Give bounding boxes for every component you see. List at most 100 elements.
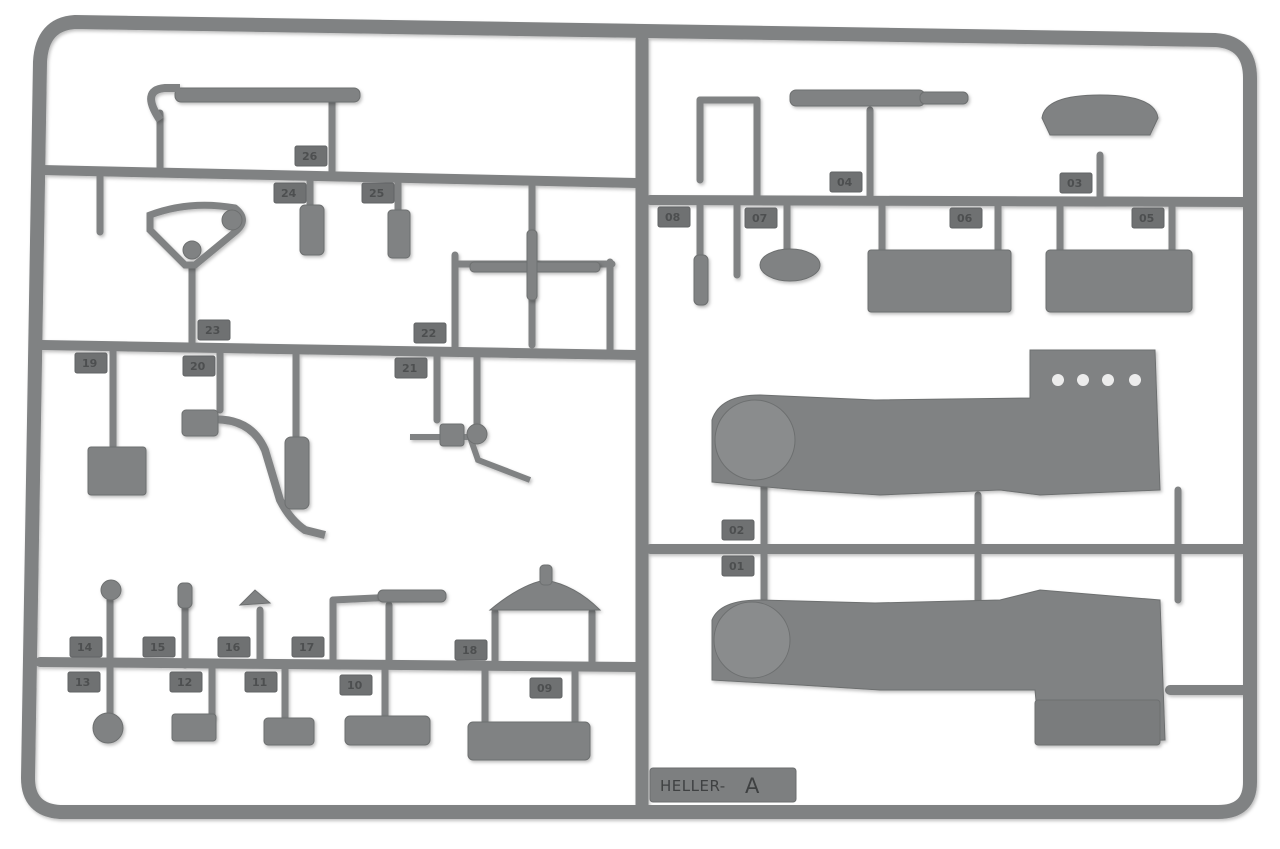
runner-left-middle [37, 340, 641, 360]
part-number-label: 24 [281, 187, 297, 200]
part-number-tab-bg [217, 636, 251, 658]
part-15 [177, 582, 193, 609]
part-number-tab-19: 19 [74, 352, 108, 374]
part-number-label: 26 [302, 150, 318, 163]
part-number-label: 03 [1067, 177, 1082, 190]
part-number-label: 01 [729, 560, 744, 573]
part-17-bar [377, 589, 447, 603]
part-number-label: 13 [75, 676, 90, 689]
part-07-fitting [759, 248, 821, 282]
part-12 [171, 713, 217, 742]
part-06-box [867, 249, 1012, 313]
part-number-tab-09: 09 [529, 677, 563, 699]
part-number-tab-01: 01 [721, 555, 755, 577]
part-number-tab-11: 11 [244, 671, 278, 693]
part-25 [387, 209, 411, 259]
part-number-tab-bg [291, 636, 325, 658]
part-number-tab-bg [721, 555, 755, 577]
part-number-tab-bg [413, 322, 447, 344]
part-number-tab-05: 05 [1131, 207, 1165, 229]
part-number-tab-25: 25 [361, 182, 395, 204]
part-number-tab-03: 03 [1059, 172, 1093, 194]
part-23-pulley-belt [146, 201, 246, 269]
part-number-label: 11 [252, 676, 267, 689]
part-number-tab-21: 21 [394, 357, 428, 379]
part-number-tab-bg [829, 171, 863, 193]
runner-right-top [645, 195, 1249, 207]
part-05-box [1045, 249, 1193, 313]
part-number-tab-26: 26 [294, 145, 328, 167]
part-number-tab-bg [67, 671, 101, 693]
part-number-tab-bg [273, 182, 307, 204]
part-number-label: 04 [837, 176, 853, 189]
part-number-label: 05 [1139, 212, 1154, 225]
part-number-tab-12: 12 [169, 671, 203, 693]
part-10 [344, 715, 431, 746]
part-number-tab-13: 13 [67, 671, 101, 693]
part-26-exhaust-pipe [174, 87, 361, 103]
part-number-tab-17: 17 [291, 636, 325, 658]
part-number-label: 21 [402, 362, 417, 375]
part-14 [100, 579, 122, 601]
part-08 [693, 254, 709, 306]
part-number-tab-22: 22 [413, 322, 447, 344]
part-number-tab-bg [529, 677, 563, 699]
part-number-label: 20 [190, 360, 206, 373]
part-number-label: 06 [957, 212, 973, 225]
part-number-tab-bg [721, 519, 755, 541]
part-number-label: 12 [177, 676, 192, 689]
part-number-label: 08 [665, 211, 680, 224]
part-number-tab-bg [657, 206, 691, 228]
runner-left-top [37, 165, 641, 188]
part-09 [467, 721, 591, 761]
part-number-tab-24: 24 [273, 182, 307, 204]
part-number-tab-16: 16 [217, 636, 251, 658]
part-number-tab-bg [169, 671, 203, 693]
part-number-tab-bg [197, 319, 231, 341]
part-02-hull-half [711, 349, 1161, 496]
part-number-label: 18 [462, 644, 477, 657]
part-number-label: 17 [299, 641, 314, 654]
part-11 [263, 717, 315, 746]
part-number-tab-10: 10 [339, 674, 373, 696]
part-number-tab-bg [1131, 207, 1165, 229]
part-number-tab-bg [142, 636, 176, 658]
part-number-tab-bg [394, 357, 428, 379]
part-number-tab-23: 23 [197, 319, 231, 341]
sprue-frame [21, 15, 1257, 819]
part-number-tab-bg [361, 182, 395, 204]
part-number-tab-bg [1059, 172, 1093, 194]
sprue-letter: A [745, 774, 760, 798]
part-number-tab-04: 04 [829, 171, 863, 193]
part-13 [92, 712, 124, 744]
part-24 [299, 204, 325, 256]
part-number-tab-06: 06 [949, 207, 983, 229]
part-20-cylinder [284, 436, 310, 510]
part-04-exhaust [789, 89, 926, 107]
part-number-label: 19 [82, 357, 97, 370]
part-number-tab-14: 14 [69, 636, 103, 658]
part-20-hose [204, 415, 326, 539]
part-number-tab-bg [454, 639, 488, 661]
part-number-tab-20: 20 [182, 355, 216, 377]
part-number-tab-08: 08 [657, 206, 691, 228]
part-number-tab-bg [69, 636, 103, 658]
part-number-label: 25 [369, 187, 384, 200]
part-16 [238, 589, 272, 606]
part-number-label: 02 [729, 524, 744, 537]
brand-text: HELLER- [660, 777, 726, 795]
part-number-tab-bg [339, 674, 373, 696]
part-03-bracket [1041, 94, 1159, 136]
part-number-label: 10 [347, 679, 363, 692]
part-21-lever [410, 434, 532, 483]
part-number-tab-bg [182, 355, 216, 377]
part-number-tab-bg [949, 207, 983, 229]
brand-tab: HELLER- A [649, 767, 797, 803]
part-number-label: 22 [421, 327, 436, 340]
runner-left-bottom [35, 657, 641, 672]
part-number-tab-bg [294, 145, 328, 167]
part-number-tab-bg [74, 352, 108, 374]
